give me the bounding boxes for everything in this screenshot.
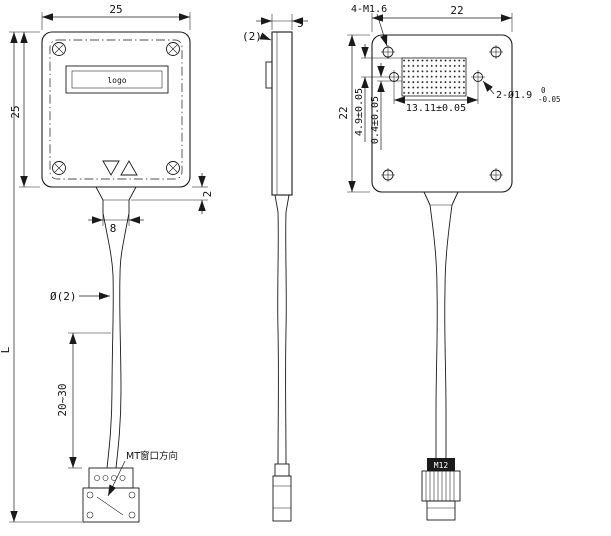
dim-back-height: 22 (337, 106, 350, 119)
back-cable (429, 204, 453, 458)
vent-grid (401, 57, 467, 97)
back-neck (423, 191, 459, 206)
dim-front-length: L (0, 346, 12, 353)
dim-back-width: 22 (450, 4, 463, 17)
corner-hole-icon (381, 45, 395, 59)
front-view: logo (41, 31, 191, 523)
dim-back-a: 4.9±0.05 (354, 88, 365, 136)
dim-side-panel: (2) (242, 30, 262, 43)
dim-cable-diameter: Ø(2) (50, 290, 77, 303)
up-triangle-icon (120, 160, 138, 176)
front-body-outline (41, 31, 191, 188)
locating-hole-icon (387, 70, 401, 84)
corner-hole-icon (489, 45, 503, 59)
back-body-outline (371, 34, 513, 193)
dim-back-b: 0.4±0.05 (370, 96, 381, 144)
note-holes-tol-upper: 0 (541, 86, 546, 95)
screw-icon (166, 161, 180, 175)
front-connector (82, 467, 140, 523)
dim-front-height: 25 (9, 105, 22, 118)
dim-back-c: 13.11±0.05 (406, 103, 466, 114)
triangle-markers (102, 160, 138, 176)
side-window-bump (265, 61, 273, 89)
locating-hole-icon (471, 70, 485, 84)
dim-front-step: 2 (201, 191, 214, 198)
corner-hole-icon (381, 168, 395, 182)
note-holes: 2-Ø1.9 (496, 89, 532, 101)
dim-side-width: 5 (297, 17, 304, 30)
front-cable (102, 212, 130, 469)
back-view: M12 (371, 34, 513, 521)
dim-front-width: 25 (109, 3, 122, 16)
logo-text: logo (107, 76, 126, 85)
screw-icon (52, 161, 66, 175)
connector-label: M12 (434, 461, 449, 470)
dim-flex-range: 20~30 (56, 383, 69, 416)
dim-front-neck: 8 (110, 222, 117, 235)
logo-plate: logo (65, 65, 169, 94)
side-body-outline (271, 31, 293, 196)
note-holes-tol-lower: -0.05 (538, 95, 561, 104)
corner-hole-icon (489, 168, 503, 182)
window-direction-note: MT窗口方向 (126, 450, 178, 462)
window-direction-slash (96, 496, 124, 516)
side-neck (274, 194, 290, 213)
back-dimensions: 4-M1.6 22 22 4.9±0.05 0.4±0.05 13.11±0.0… (337, 4, 561, 193)
window-note-leader (107, 460, 126, 497)
front-dimensions: 25 25 L 2 8 Ø(2) 20~30 MT窗口方向 (0, 3, 214, 523)
screw-icon (166, 42, 180, 56)
side-dimensions: 5 (2) (242, 14, 308, 43)
side-connector (272, 463, 292, 522)
front-neck (95, 186, 137, 213)
down-triangle-icon (102, 160, 120, 176)
side-view (265, 31, 293, 522)
screw-icon (52, 42, 66, 56)
note-screws: 4-M1.6 (351, 4, 387, 15)
side-cable (277, 211, 287, 465)
back-connector: M12 (421, 458, 461, 521)
